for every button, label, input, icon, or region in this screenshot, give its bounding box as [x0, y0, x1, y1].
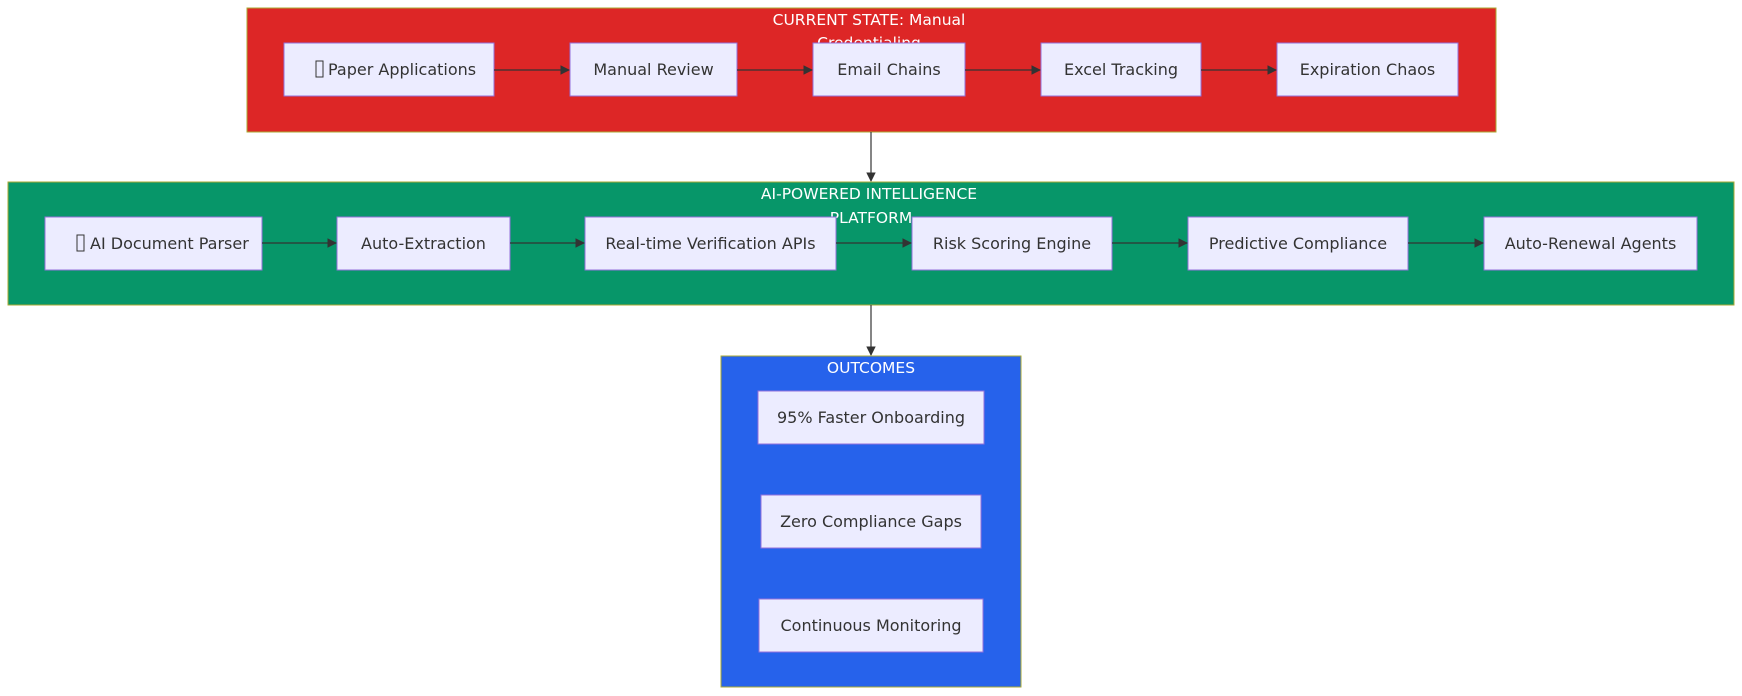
node-continuous-monitoring[interactable]: Continuous Monitoring — [758, 598, 984, 653]
missing-glyph-icon — [315, 60, 324, 78]
missing-glyph-icon — [76, 234, 85, 252]
group-platform-title-line2: PLATFORM — [830, 209, 912, 227]
node-label: 95% Faster Onboarding — [777, 408, 965, 427]
group-current-state-title: CURRENT STATE: Manual — [773, 11, 966, 29]
node-label: Expiration Chaos — [1300, 60, 1436, 79]
node-excel-tracking[interactable]: Excel Tracking — [1040, 42, 1202, 97]
node-label: Manual Review — [593, 60, 713, 79]
node-email-chains[interactable]: Email Chains — [812, 42, 966, 97]
node-risk-scoring-engine[interactable]: Risk Scoring Engine — [911, 216, 1113, 271]
group-outcomes: OUTCOMES 95% Faster Onboarding Zero Comp… — [720, 355, 1022, 688]
node-label: Predictive Compliance — [1209, 234, 1387, 253]
node-label: Continuous Monitoring — [780, 616, 961, 635]
node-label: Excel Tracking — [1064, 60, 1178, 79]
node-faster-onboarding[interactable]: 95% Faster Onboarding — [757, 390, 985, 445]
node-label: Risk Scoring Engine — [933, 234, 1091, 253]
node-label: Auto-Renewal Agents — [1505, 234, 1677, 253]
node-label: Zero Compliance Gaps — [780, 512, 962, 531]
group-outcomes-title: OUTCOMES — [827, 359, 915, 377]
group-platform-title: AI-POWERED INTELLIGENCE — [761, 185, 977, 203]
node-label: Email Chains — [837, 60, 941, 79]
node-zero-compliance-gaps[interactable]: Zero Compliance Gaps — [760, 494, 982, 549]
node-paper-applications[interactable]: Paper Applications — [283, 42, 495, 97]
node-label: Real-time Verification APIs — [605, 234, 815, 253]
node-ai-document-parser[interactable]: AI Document Parser — [44, 216, 263, 271]
node-label: AI Document Parser — [90, 234, 249, 253]
node-predictive-compliance[interactable]: Predictive Compliance — [1187, 216, 1409, 271]
group-platform: AI-POWERED INTELLIGENCE PLATFORM AI Docu… — [7, 181, 1735, 306]
group-current-state: CURRENT STATE: Manual Credentialing Pape… — [246, 7, 1497, 133]
node-auto-renewal-agents[interactable]: Auto-Renewal Agents — [1483, 216, 1698, 271]
node-realtime-verification-apis[interactable]: Real-time Verification APIs — [584, 216, 837, 271]
node-manual-review[interactable]: Manual Review — [569, 42, 738, 97]
node-label: Auto-Extraction — [361, 234, 486, 253]
node-auto-extraction[interactable]: Auto-Extraction — [336, 216, 511, 271]
node-label: Paper Applications — [328, 60, 476, 79]
node-expiration-chaos[interactable]: Expiration Chaos — [1276, 42, 1459, 97]
